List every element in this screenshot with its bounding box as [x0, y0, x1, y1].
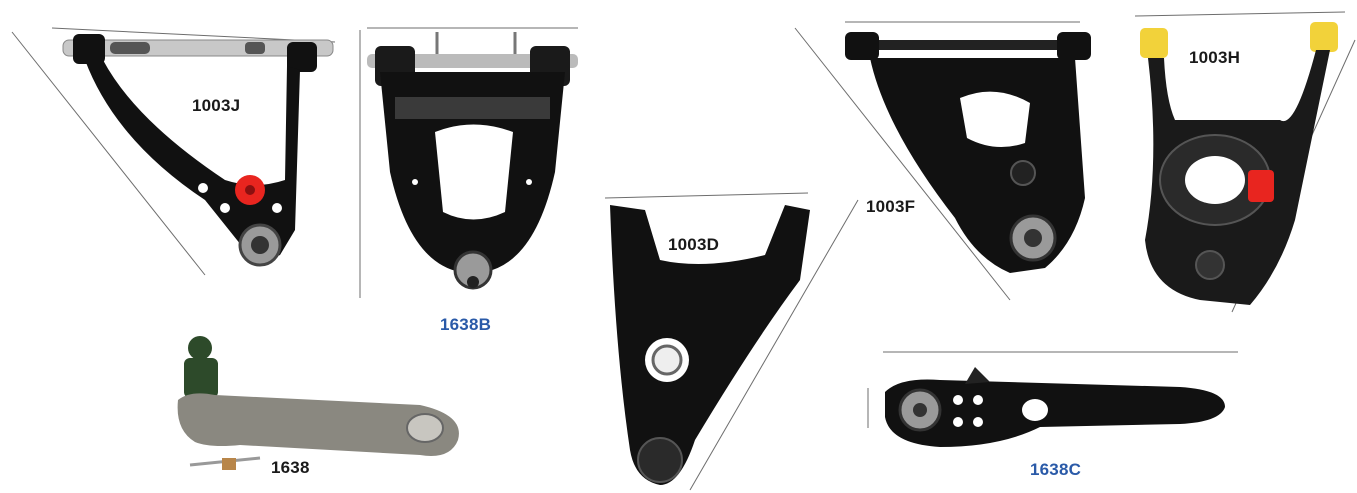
- label-1638b: 1638B: [440, 315, 492, 334]
- control-arm-1003f: [845, 28, 1095, 278]
- label-1638c: 1638C: [1030, 460, 1082, 479]
- control-arm-1003j: [55, 30, 345, 280]
- label-1003j: 1003J: [192, 96, 241, 115]
- pitman-arm-1638: [170, 330, 470, 480]
- control-arm-1638b: [365, 32, 580, 302]
- label-1003h: 1003H: [1189, 48, 1241, 67]
- label-1003f: 1003F: [866, 197, 916, 216]
- label-1003d: 1003D: [668, 235, 720, 254]
- label-1638: 1638: [271, 458, 310, 477]
- control-arm-1638c: [880, 362, 1230, 457]
- control-arm-1003h: [1130, 20, 1345, 312]
- control-arm-1003d: [605, 200, 815, 490]
